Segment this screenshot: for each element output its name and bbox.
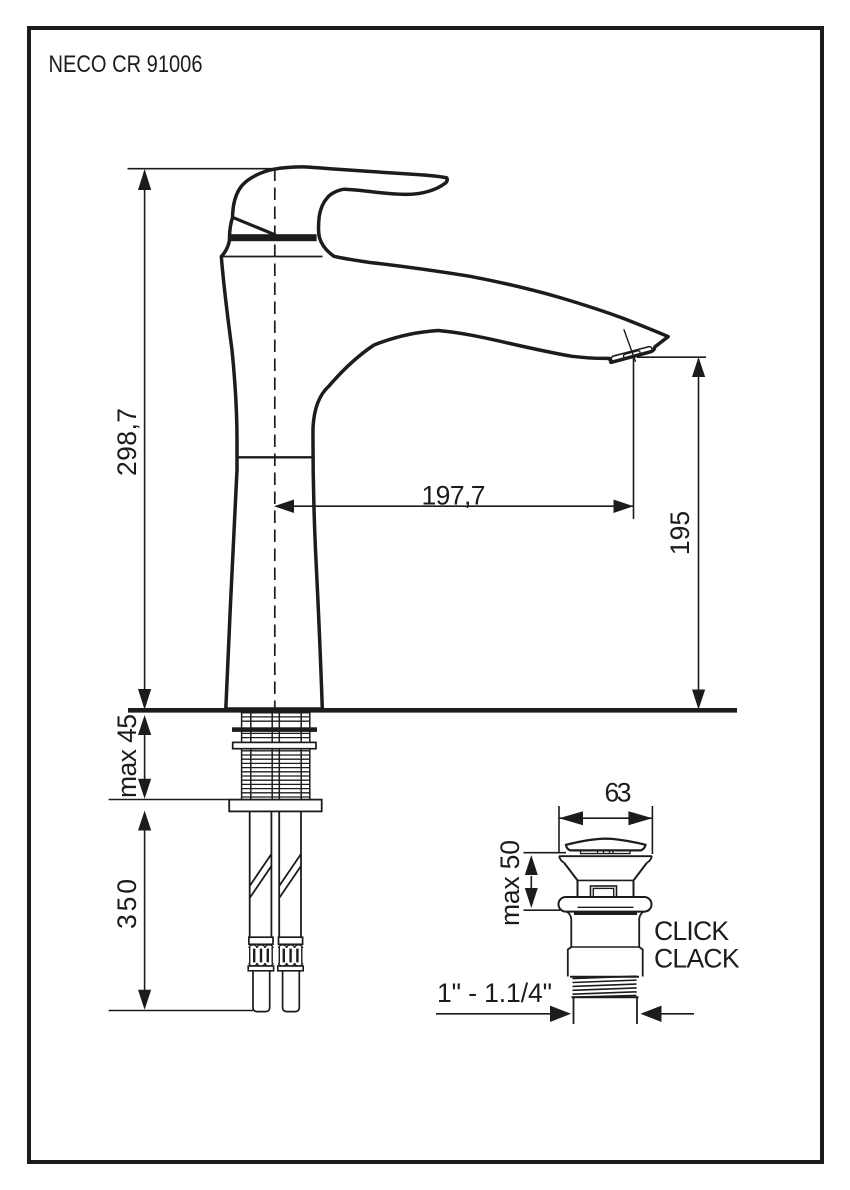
svg-text:max 50: max 50 (495, 840, 525, 926)
svg-text:CLICK: CLICK (654, 916, 729, 946)
svg-text:350: 350 (112, 879, 142, 929)
svg-text:1" - 1.1/4": 1" - 1.1/4" (437, 978, 552, 1008)
svg-text:NECO CR 91006: NECO CR 91006 (49, 52, 203, 78)
svg-text:195: 195 (665, 511, 695, 555)
svg-text:298,7: 298,7 (112, 408, 142, 476)
svg-text:63: 63 (605, 778, 632, 808)
svg-text:max 45: max 45 (112, 714, 142, 798)
svg-text:197,7: 197,7 (422, 481, 486, 511)
svg-text:CLACK: CLACK (654, 944, 740, 974)
